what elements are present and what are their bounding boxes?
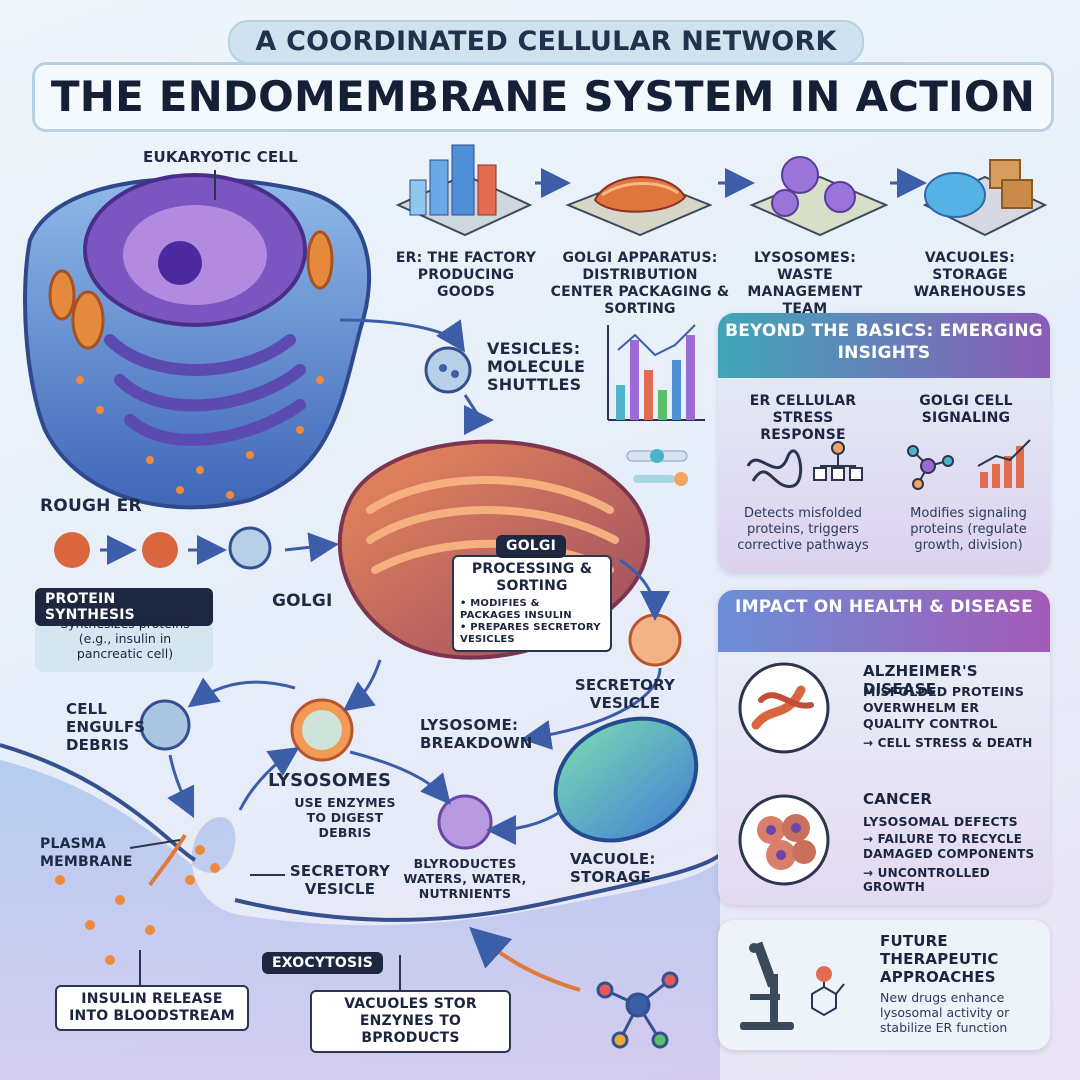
- golgi-processing-box: GOLGI PROCESSING & SORTING • MODIFIES & …: [452, 535, 612, 652]
- analogy-golgi-label: GOLGI APPARATUS: DISTRIBUTION CENTER PAC…: [550, 250, 730, 317]
- protein-synthesis-title: PROTEIN SYNTHESIS: [35, 588, 213, 626]
- cancer-result-1: → FAILURE TO RECYCLE DAMAGED COMPONENTS: [863, 832, 1035, 861]
- warehouse-icon: [922, 159, 1048, 237]
- impact-title: IMPACT ON HEALTH & DISEASE: [718, 590, 1050, 652]
- plasma-membrane-label: PLASMA MEMBRANE: [40, 836, 133, 870]
- microscope-icon: [740, 941, 794, 1030]
- distribution-center-icon: [565, 175, 713, 237]
- lysosomes-text: USE ENZYMES TO DIGEST DEBRIS: [294, 795, 396, 840]
- golgi-box-title: PROCESSING & SORTING: [471, 561, 593, 594]
- beyond-title: BEYOND THE BASICS: EMERGING INSIGHTS: [718, 313, 1050, 378]
- subtitle-text: A COORDINATED CELLULAR NETWORK: [255, 26, 837, 57]
- secretory-vesicle-label: SECRETORY VESICLE: [574, 676, 676, 712]
- cell-engulfs-label: CELL ENGULFS DEBRIS: [66, 700, 146, 754]
- insulin-release-callout: INSULIN RELEASE INTO BLOODSTREAM: [55, 985, 249, 1031]
- exocytosis-tag: EXOCYTOSIS: [262, 952, 383, 974]
- therapy-icons: [740, 941, 845, 1030]
- drug-molecule-icon: [811, 966, 845, 1017]
- analogy-icons: [395, 144, 1048, 237]
- alzheimers-icon: [738, 662, 830, 754]
- ribosome-icon: [54, 532, 90, 568]
- plasma-membrane-line: [0, 743, 196, 862]
- secretory-vesicle-icon: [628, 613, 682, 667]
- pathway-icon: [813, 441, 863, 481]
- vesicle-top: [424, 346, 472, 394]
- cancer-result-2: → UNCONTROLLED GROWTH: [863, 866, 990, 894]
- lysosome-breakdown-label: LYSOSOME: BREAKDOWN: [420, 716, 533, 752]
- rough-er-label: ROUGH ER: [40, 496, 142, 516]
- factory-city-icon: [395, 144, 533, 237]
- cancer-title: CANCER: [863, 790, 933, 808]
- cancer-text: LYSOSOMAL DEFECTS: [863, 814, 1018, 829]
- slider-icon: [626, 449, 688, 486]
- byproducts-label: BLYRODUCTES WATERS, WATER, NUTRNIENTS: [403, 856, 527, 901]
- analogy-vacuoles-label: VACUOLES: STORAGE WAREHOUSES: [913, 250, 1027, 300]
- vesicle-icon: [228, 526, 272, 570]
- protein-synthesis-text: Synthesizes proteins (e.g., insulin in p…: [60, 616, 190, 661]
- impact-card: IMPACT ON HEALTH & DISEASE ALZHEIMER'S D…: [718, 590, 1050, 905]
- alzheimers-text: MISFOLDED PROTEINS OVERWHELM ER QUALITY …: [863, 684, 1025, 731]
- misfolded-protein-icon: [746, 449, 803, 488]
- future-title: FUTURE THERAPEUTIC APPROACHES: [880, 932, 999, 986]
- beyond-col1-text: Detects misfolded proteins, triggers cor…: [737, 506, 869, 553]
- lysosomes-title: LYSOSOMES: [268, 770, 392, 791]
- analogy-er-label: ER: THE FACTORY PRODUCING GOODS: [395, 250, 537, 300]
- alzheimers-result: → CELL STRESS & DEATH: [863, 736, 1033, 750]
- molecule-icon: [596, 971, 679, 1049]
- signaling-network-icon: [907, 445, 954, 490]
- beyond-card: BEYOND THE BASICS: EMERGING INSIGHTS ER …: [718, 313, 1050, 573]
- eukaryotic-cell-illustration: [23, 173, 372, 510]
- golgi-bullet-2: • PREPARES SECRETORY VESICLES: [460, 622, 601, 645]
- disease-icons: [738, 662, 830, 886]
- eukaryotic-cell-label: EUKARYOTIC CELL: [143, 148, 298, 166]
- beyond-col2-title: GOLGI CELL SIGNALING: [919, 393, 1013, 426]
- golgi-bullet-1: • MODIFIES & PACKAGES INSULIN: [460, 598, 572, 621]
- engulf-vesicle-icon: [139, 699, 191, 751]
- vacuole-label: VACUOLE: STORAGE: [570, 850, 656, 886]
- bar-chart-icon: [607, 324, 705, 421]
- future-text: New drugs enhance lysosomal activity or …: [880, 990, 1010, 1035]
- vacuole-shape: [553, 716, 699, 843]
- insight-icons: [746, 439, 1031, 490]
- subtitle-pill: A COORDINATED CELLULAR NETWORK: [228, 20, 864, 64]
- protein-synthesis-box: PROTEIN SYNTHESIS Synthesizes proteins (…: [35, 588, 213, 672]
- vesicles-label: VESICLES: MOLECULE SHUTTLES: [487, 339, 586, 394]
- cancer-cells-icon: [738, 794, 830, 886]
- analogy-lysosomes-label: LYSOSOMES: WASTE MANAGEMENT TEAM: [747, 250, 863, 317]
- future-card: FUTURE THERAPEUTIC APPROACHES New drugs …: [718, 920, 1050, 1050]
- page-title: THE ENDOMEMBRANE SYSTEM IN ACTION: [32, 62, 1054, 132]
- waste-management-icon: [749, 156, 889, 237]
- growth-chart-icon: [977, 439, 1031, 488]
- secretory-vesicle-label-2: SECRETORY VESICLE: [289, 862, 391, 898]
- byproduct-vesicle-icon: [437, 794, 493, 850]
- beyond-col2-text: Modifies signaling proteins (regulate gr…: [910, 506, 1027, 553]
- vacuoles-store-callout: VACUOLES STOR ENZYNES TO BPRODUCTS: [310, 990, 511, 1053]
- alzheimers-title: ALZHEIMER'S DISEASE: [863, 662, 978, 698]
- golgi-label: GOLGI: [272, 591, 333, 611]
- beyond-col1-title: ER CELLULAR STRESS RESPONSE: [749, 393, 857, 443]
- golgi-tag: GOLGI: [496, 535, 567, 558]
